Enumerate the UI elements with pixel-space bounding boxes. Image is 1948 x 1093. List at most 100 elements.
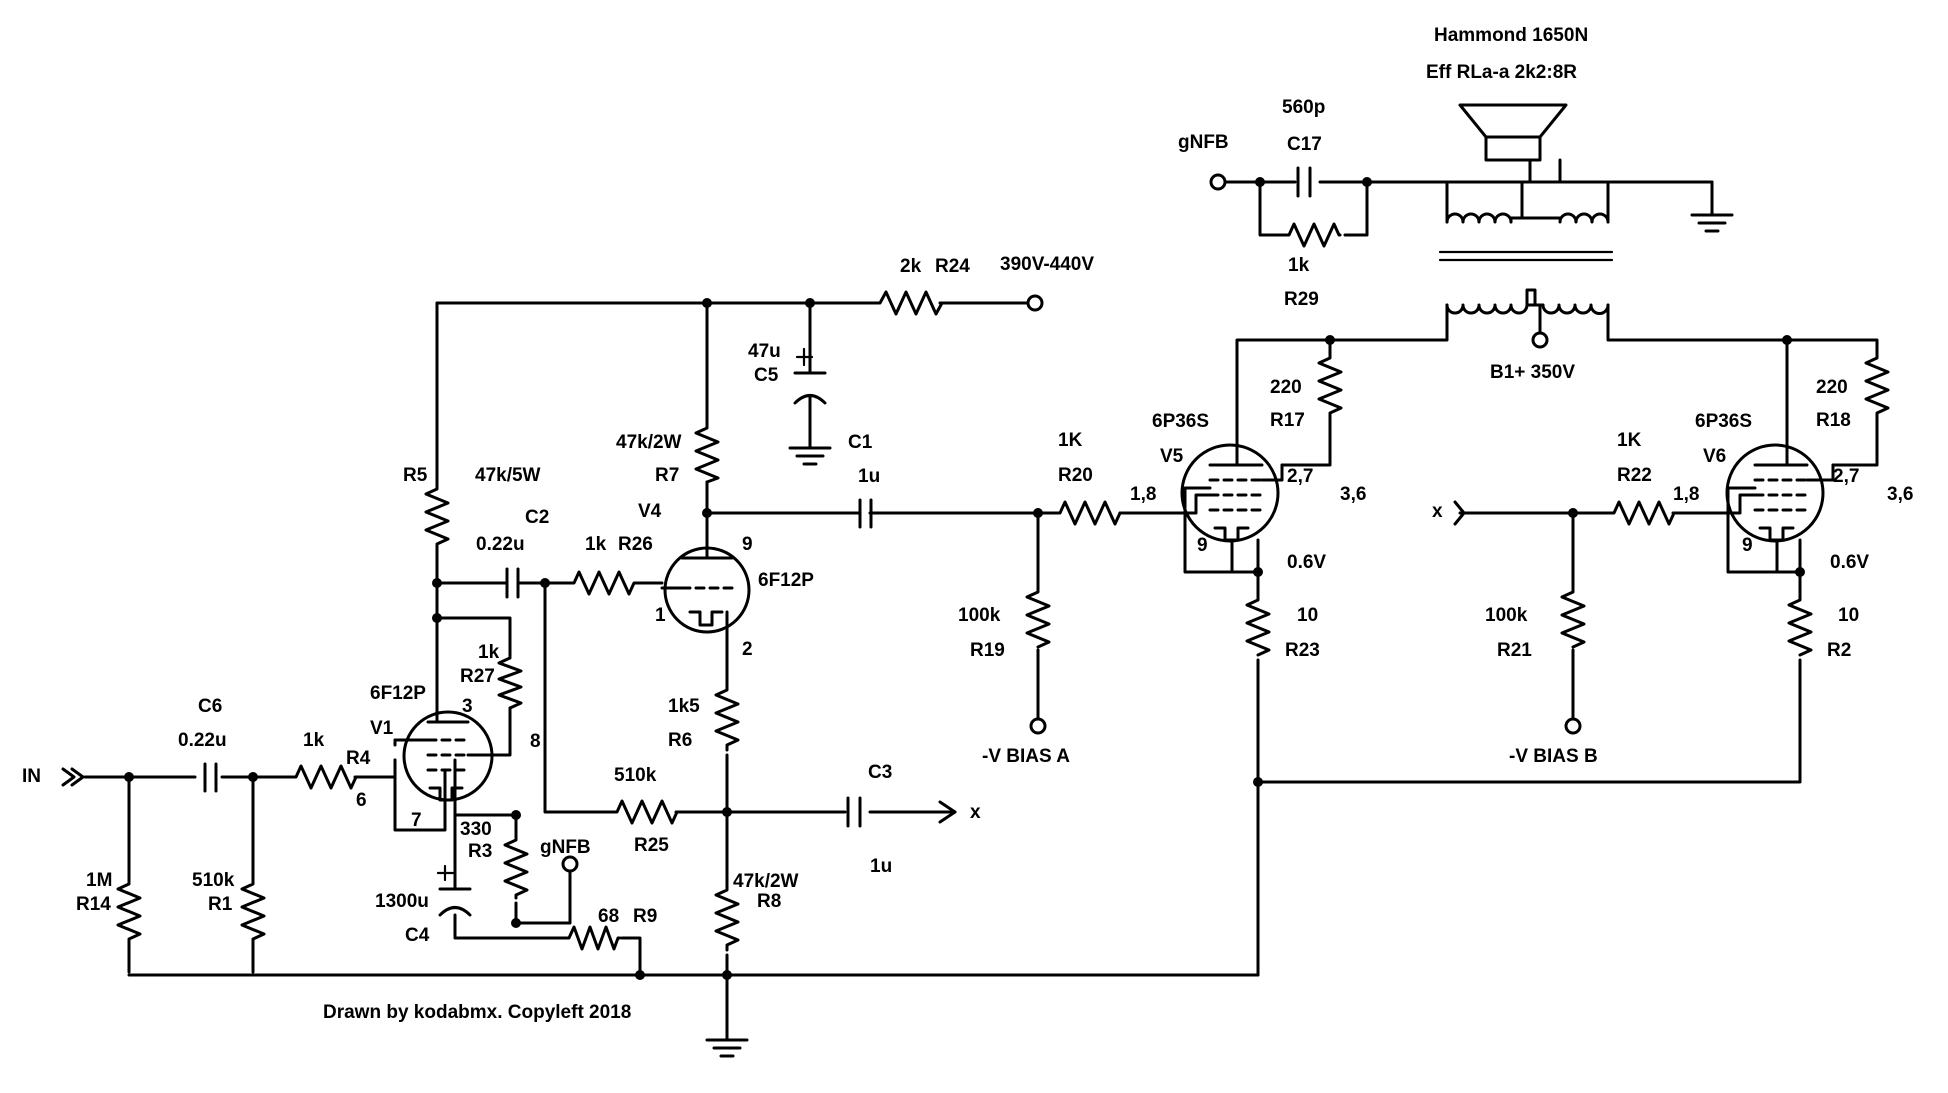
resistors [116,222,1890,952]
v6-grid-pins-label: 1,8 [1673,484,1699,505]
r17-name-label: R17 [1270,410,1305,431]
c1-value-label: 1u [858,466,880,487]
c5-name-label: C5 [754,365,779,386]
v4-name-label: V4 [638,501,662,522]
v5-bias-voltage-label: 0.6V [1287,552,1326,573]
resistor-r25 [610,799,679,825]
supply-label: 390V-440V [1000,254,1094,275]
v5-anode-pins-label: 2,7 [1287,466,1313,487]
v1-anode-pin-label: 3 [462,696,473,717]
r17-value-label: 220 [1270,377,1302,398]
terminals [61,173,1582,873]
capacitor-c6 [203,762,218,793]
c2-name-label: C2 [525,507,549,528]
r27-name-label: R27 [460,666,495,687]
v5-grid-pins-label: 1,8 [1130,484,1156,505]
r9-name-label: R9 [633,906,657,927]
c5-value-label: 47u [748,341,781,362]
r20-name-label: R20 [1058,465,1093,486]
r18-value-label: 220 [1816,377,1848,398]
resistor-r14 [116,878,142,947]
capacitor-c4 [436,864,472,917]
r26-name-label: R26 [618,534,653,555]
r2-name-label: R2 [1827,640,1851,661]
c3-name-label: C3 [868,762,892,783]
resistor-r17 [1317,353,1343,417]
v6-input-label: x [1432,501,1443,522]
ground-icon [1690,213,1734,233]
r19-name-label: R19 [970,640,1005,661]
v5-name-label: V5 [1160,446,1184,467]
r22-name-label: R22 [1617,465,1652,486]
v6-cathode-pin-label: 9 [1742,535,1753,556]
v4-anode-pin-label: 9 [742,534,753,555]
r1-name-label: R1 [208,894,233,915]
r14-name-label: R14 [76,894,111,915]
r9-value-label: 68 [598,906,619,927]
resistor-r3 [503,833,529,900]
resistor-r23 [1245,594,1271,657]
c6-value-label: 0.22u [178,730,227,751]
c6-name-label: C6 [198,696,222,717]
b1-label: B1+ 350V [1490,362,1575,383]
labels: Hammond 1650N Eff RLa-a 2k2:8R 560p C17 … [22,25,1913,1023]
resistor-r29 [1283,222,1342,248]
junction-dots [124,177,1805,980]
transformer-model-label: Hammond 1650N [1434,25,1588,46]
resistor-r26 [568,570,640,596]
v5-screen-pins-label: 3,6 [1340,484,1366,505]
v5-cathode-pin-label: 9 [1197,535,1208,556]
transformer-ratio-label: Eff RLa-a 2k2:8R [1426,62,1577,83]
terminal-supply [1026,294,1044,312]
terminal-gnfb-in [561,855,579,873]
capacitor-c1 [836,498,873,529]
v4-type-label: 6F12P [758,570,814,591]
gnfb-out-label: gNFB [1178,132,1229,153]
r3-value-label: 330 [460,819,492,840]
r18-name-label: R18 [1816,410,1851,431]
v5-type-label: 6P36S [1152,411,1209,432]
tube-v4 [660,543,751,634]
v1-name-label: V1 [370,718,394,739]
r21-name-label: R21 [1497,640,1532,661]
resistor-r19 [1025,586,1051,649]
c2-value-label: 0.22u [476,534,525,555]
r7-value-label: 47k/2W [616,432,682,453]
c3-value-label: 1u [870,856,892,877]
resistor-r2 [1787,594,1813,657]
resistor-r7 [694,423,720,484]
r14-value-label: 1M [86,870,112,891]
v6-name-label: V6 [1703,446,1726,467]
v1-grid-pin-label: 6 [356,790,367,811]
r29-name-label: R29 [1284,289,1319,310]
r3-name-label: R3 [468,841,492,862]
r1-value-label: 510k [192,870,235,891]
resistor-r21 [1560,586,1586,649]
v6-anode-pins-label: 2,7 [1833,466,1859,487]
resistor-r9 [563,925,622,951]
ground-icon [788,446,832,466]
resistor-r20 [1054,500,1122,526]
v4-cathode-pin-label: 2 [742,639,753,660]
input-label: IN [22,766,41,787]
tube-v6 [1725,443,1835,574]
r22-value-label: 1K [1617,430,1642,451]
r8-value-label: 47k/2W [733,871,799,892]
capacitors [203,166,1312,917]
ground-icon [705,1038,749,1058]
v1-screen-pin-label: 8 [530,731,541,752]
r6-name-label: R6 [668,730,692,751]
resistor-r24 [873,290,947,316]
bias-a-label: -V BIAS A [982,746,1070,767]
credit-label: Drawn by kodabmx. Copyleft 2018 [323,1002,631,1023]
capacitor-c3 [846,796,862,828]
arrow-out-icon [938,800,957,824]
terminal-bias-a [1029,717,1047,735]
v6-screen-pins-label: 3,6 [1887,484,1913,505]
speaker-icon [1458,103,1568,162]
resistor-r1 [240,878,266,947]
r6-value-label: 1k5 [668,696,700,717]
resistor-r6 [714,683,740,752]
output-transformer [1438,180,1614,315]
